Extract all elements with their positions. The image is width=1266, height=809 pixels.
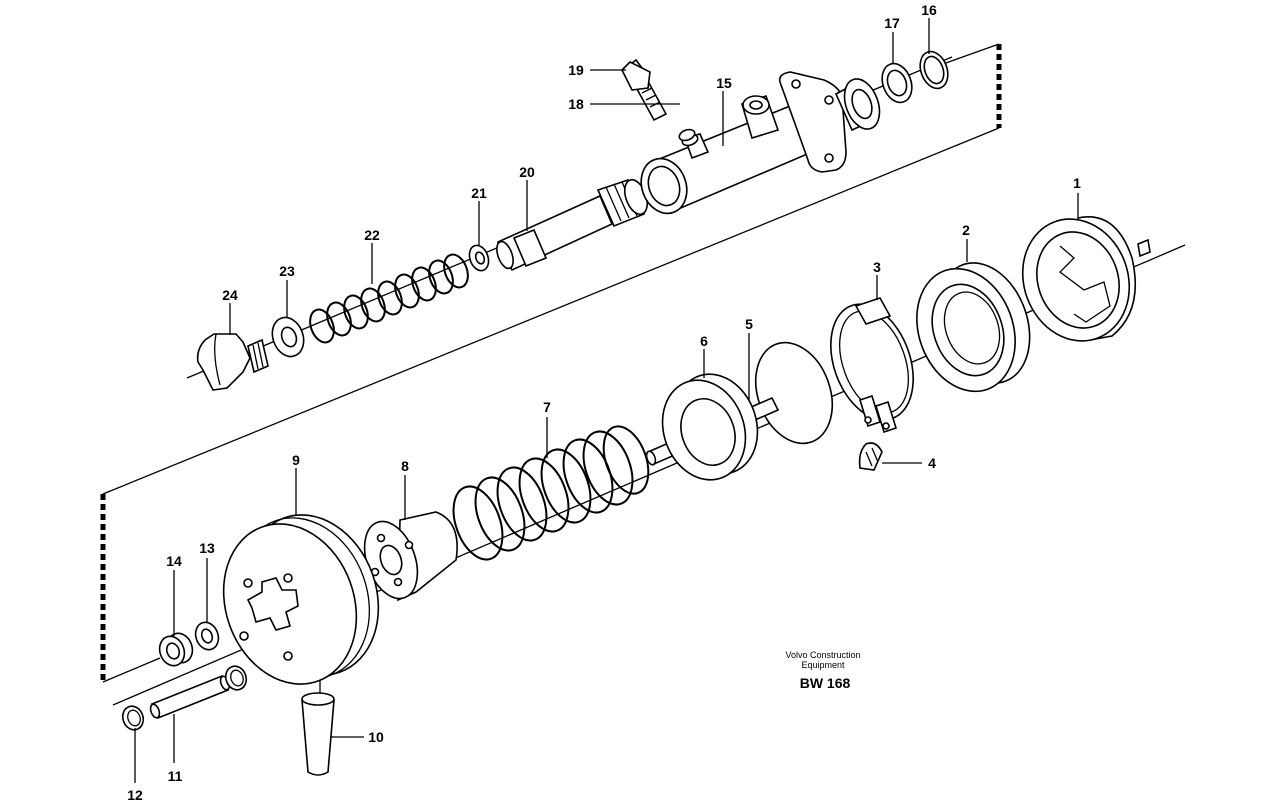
callout-22: 22 [364, 227, 380, 243]
part-17-seal [881, 62, 913, 104]
callout-5: 5 [745, 316, 753, 332]
part-19-bleeder-screw [621, 58, 668, 122]
part-7-spring [452, 425, 650, 561]
part-3-clamp [830, 297, 914, 434]
drawing-caption: Volvo Construction Equipment BW 168 [785, 650, 860, 691]
leader-lines [134, 18, 1079, 783]
part-2-housing-ring [916, 262, 1031, 393]
part-9-brake-drum [222, 514, 380, 685]
callout-3: 3 [873, 259, 881, 275]
callout-13: 13 [199, 540, 215, 556]
callout-15: 15 [716, 75, 732, 91]
callout-19: 19 [568, 62, 584, 78]
caption-division: Equipment [801, 660, 845, 670]
callout-14: 14 [166, 553, 182, 569]
callout-24: 24 [222, 287, 238, 303]
drawing-code: BW 168 [800, 675, 851, 691]
part-20-piston [496, 178, 649, 272]
part-14-bushing [158, 632, 194, 667]
part-11-pin [149, 674, 231, 720]
caption-company: Volvo Construction [785, 650, 860, 660]
callout-6: 6 [700, 333, 708, 349]
part-15-cylinder-body [640, 71, 881, 215]
part-16-snap-ring [919, 50, 949, 90]
callout-2: 2 [962, 222, 970, 238]
callout-17: 17 [884, 15, 900, 31]
callout-23: 23 [279, 263, 295, 279]
part-23-washer [271, 316, 305, 358]
assembly-boundary [100, 43, 1002, 683]
part-12-circlip [121, 665, 248, 731]
callout-7: 7 [543, 399, 551, 415]
part-1-cover [1021, 216, 1151, 342]
part-22-spring [309, 253, 469, 344]
callout-10: 10 [368, 729, 384, 745]
callout-8: 8 [401, 458, 409, 474]
part-10-tapered-pin [301, 692, 335, 776]
callout-4: 4 [928, 455, 936, 471]
part-6-guide [661, 373, 759, 481]
part-4-split-pin [858, 442, 883, 471]
callout-labels: 1 2 3 4 5 6 7 8 9 10 11 12 13 14 15 16 1… [127, 2, 1081, 803]
callout-21: 21 [471, 185, 487, 201]
callout-12: 12 [127, 787, 143, 803]
callout-9: 9 [292, 452, 300, 468]
part-13-washer [194, 621, 220, 651]
callout-1: 1 [1073, 175, 1081, 191]
part-18-washer [678, 128, 696, 142]
callout-11: 11 [168, 768, 183, 784]
callout-18: 18 [568, 96, 584, 112]
part-24-plug [196, 333, 269, 391]
part-21-ring [468, 244, 490, 272]
callout-20: 20 [519, 164, 535, 180]
callout-16: 16 [921, 2, 937, 18]
